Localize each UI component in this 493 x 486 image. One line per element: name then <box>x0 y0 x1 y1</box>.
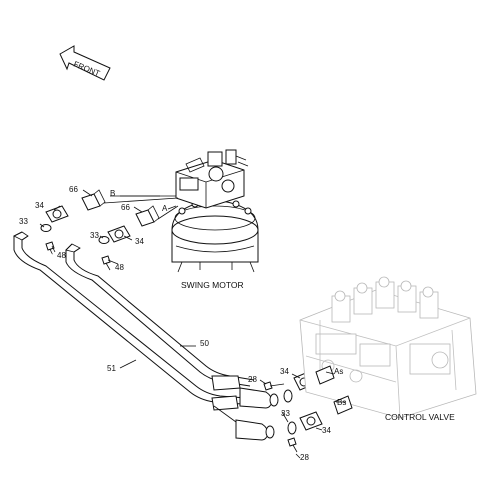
hose-51 <box>13 231 275 441</box>
callout-34-valve-upper: 34 <box>280 367 289 376</box>
o-ring-valve-lower <box>287 421 297 435</box>
callout-Bs: Bs <box>337 398 346 407</box>
bolt-48-middle <box>101 255 111 271</box>
bolt-28-lower <box>287 437 298 453</box>
callout-A-motor: A <box>162 204 168 213</box>
control-valve-caption: CONTROL VALVE <box>385 412 455 422</box>
callout-28-upper: 28 <box>248 375 257 384</box>
control-valve <box>299 276 477 419</box>
flange-34-middle <box>107 225 131 243</box>
callout-34-middle: 34 <box>135 237 144 246</box>
callout-33-upper: 33 <box>19 217 28 226</box>
hose-50 <box>65 243 279 409</box>
callout-33-middle: 33 <box>90 231 99 240</box>
callout-As: As <box>334 367 343 376</box>
bolt-28-upper <box>263 381 285 391</box>
callout-34-upper: 34 <box>35 201 44 210</box>
front-arrow-icon: FRONT <box>59 45 111 81</box>
fitting-66-upper <box>81 189 106 211</box>
callout-50: 50 <box>200 339 209 348</box>
callout-28-lower: 28 <box>300 453 309 462</box>
callout-66-upper: 66 <box>69 185 78 194</box>
callout-48-upper: 48 <box>57 251 66 260</box>
fitting-66-lower <box>135 205 160 227</box>
flange-34-upper <box>45 205 69 223</box>
flange-34-valve-lower <box>299 411 323 431</box>
callout-B-motor: B <box>110 189 115 198</box>
callout-51: 51 <box>107 364 116 373</box>
swing-motor-caption: SWING MOTOR <box>181 280 244 290</box>
swing-motor <box>171 149 259 273</box>
o-ring-valve-upper <box>283 389 293 403</box>
callout-33-valve: 33 <box>281 409 290 418</box>
o-ring-33-middle <box>98 236 110 244</box>
callout-34-valve-lower: 34 <box>322 426 331 435</box>
callout-66-lower: 66 <box>121 203 130 212</box>
callout-48-middle: 48 <box>115 263 124 272</box>
